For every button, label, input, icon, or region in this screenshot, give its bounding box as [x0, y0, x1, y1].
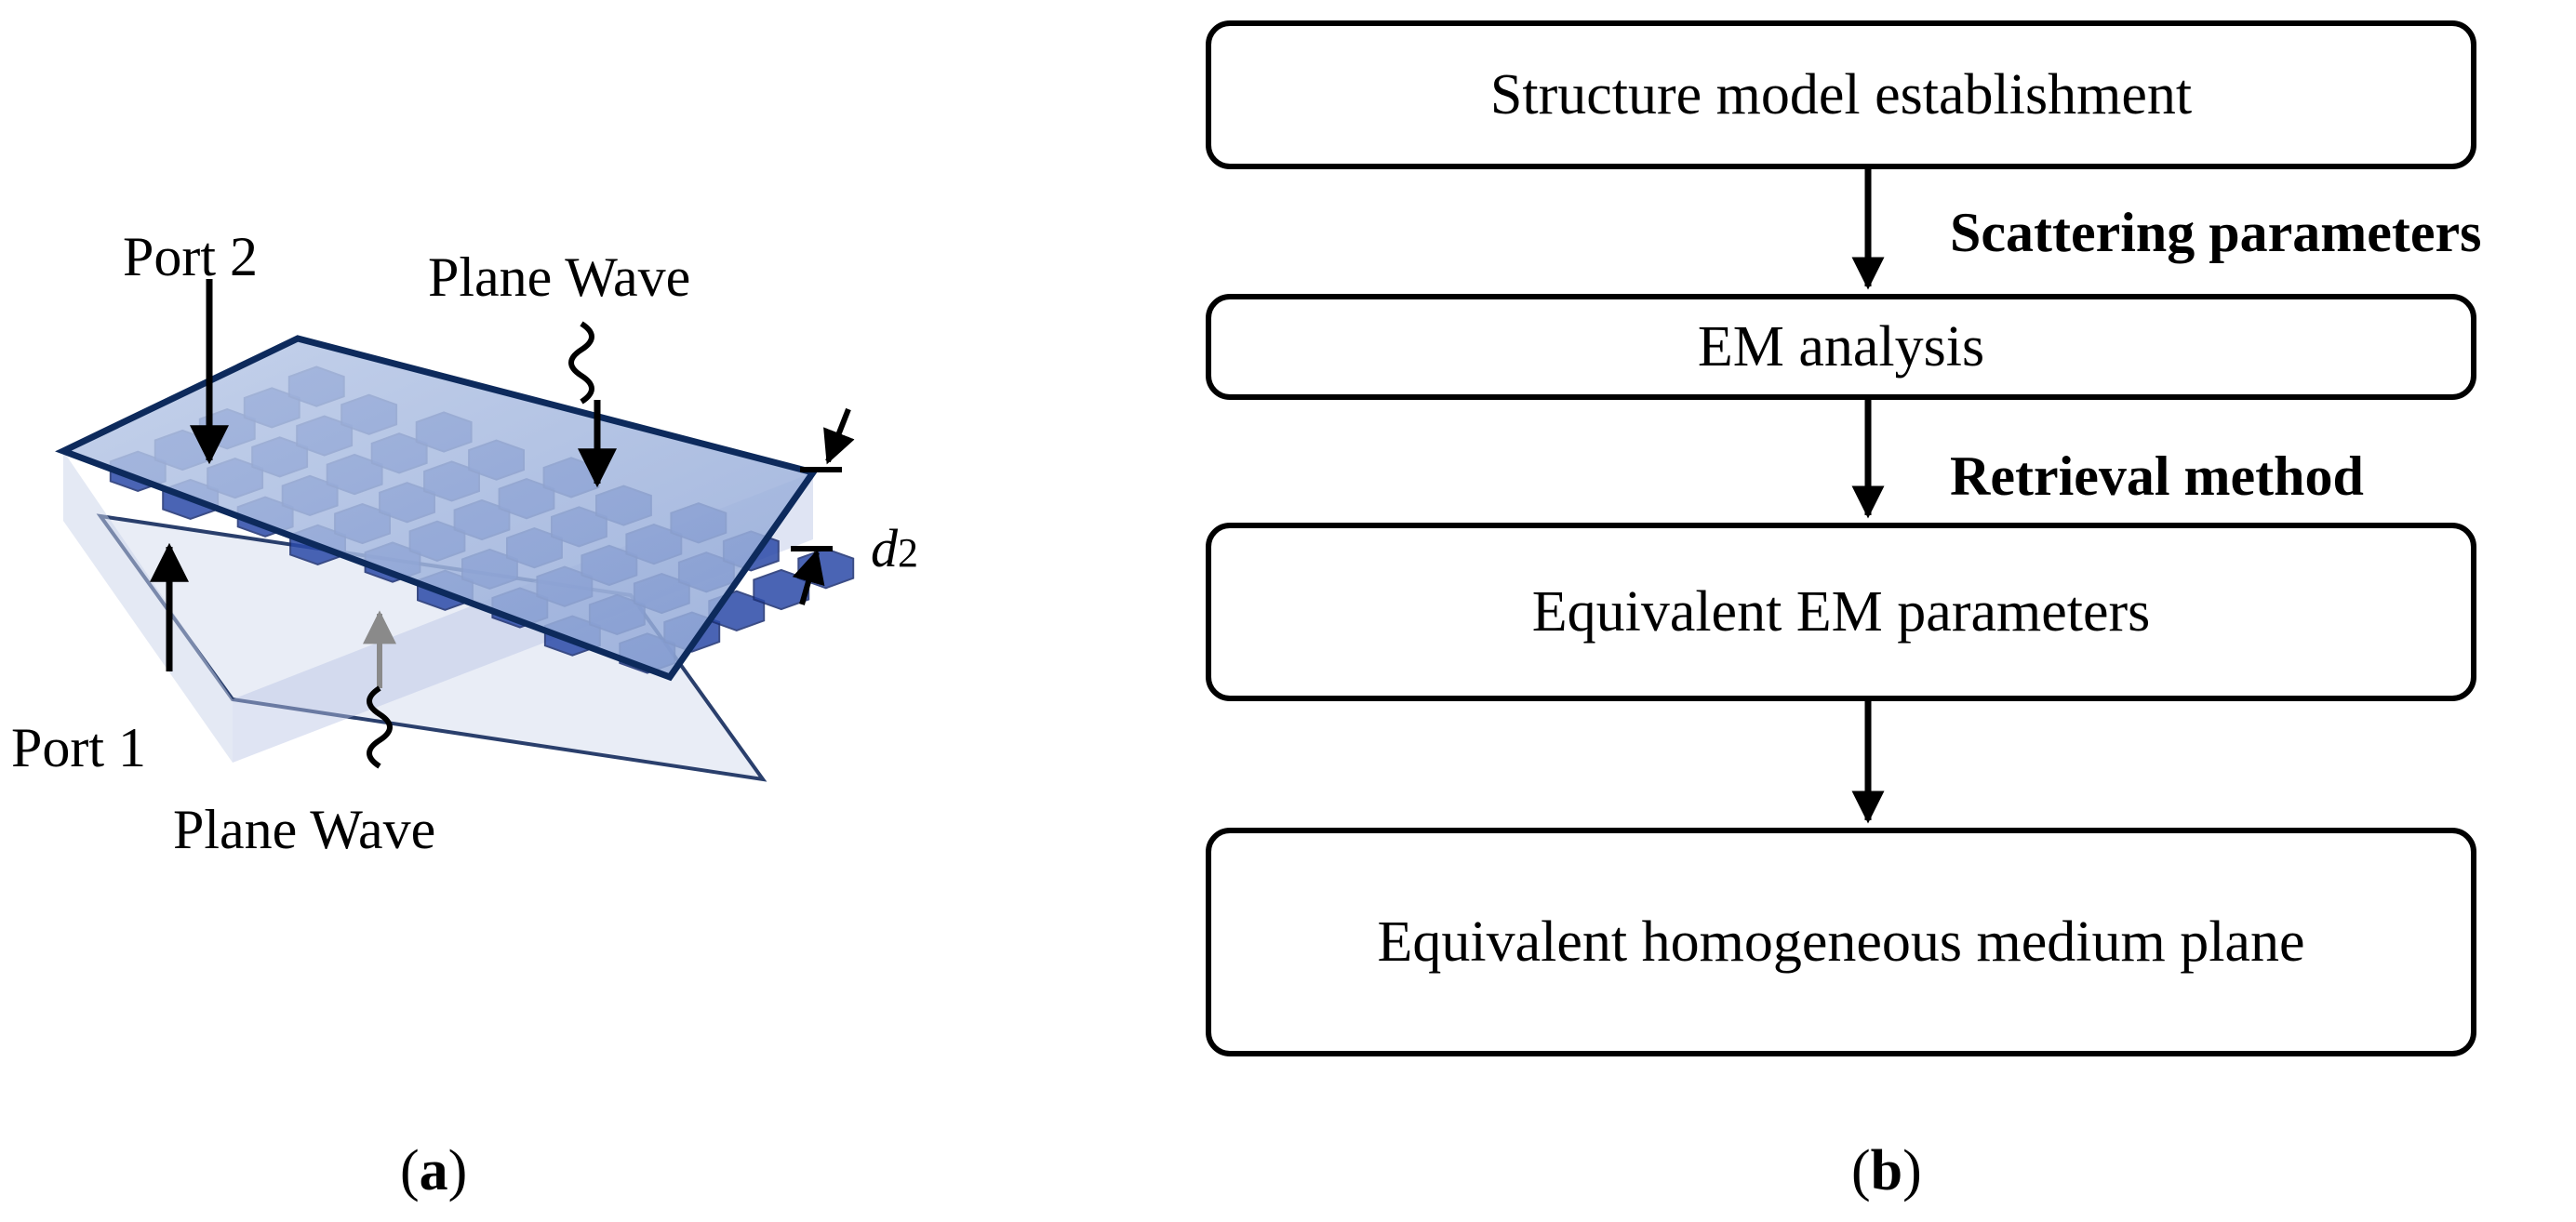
slab-side-front — [63, 451, 233, 763]
caption-b-letter: b — [1870, 1139, 1903, 1202]
edge-label-retrieval: Retrieval method — [1950, 445, 2364, 507]
caption-a-close: ) — [447, 1139, 468, 1202]
plane-wave-top-label: Plane Wave — [428, 246, 691, 308]
thickness-symbol: d — [871, 518, 898, 578]
edge-label-scattering: Scattering parameters — [1950, 202, 2482, 263]
step-structure-model-text: Structure model establishment — [1489, 62, 2193, 126]
caption-a-letter: a — [419, 1139, 448, 1202]
honeycomb-slab-drawing — [55, 279, 855, 782]
step-structure-model: Structure model establishment — [1206, 20, 2476, 169]
caption-a: (a) — [400, 1142, 467, 1200]
caption-a-open: ( — [400, 1139, 420, 1202]
thickness-subscript: 2 — [898, 530, 918, 576]
plane-wave-top-wave — [568, 321, 594, 405]
caption-b-close: ) — [1902, 1139, 1922, 1202]
plane-wave-bottom-wave — [367, 685, 393, 769]
panel-a-structure-illustration: Port 2 Plane Wave Port 1 Plane Wave d2 (… — [0, 0, 1116, 1222]
step-em-analysis: EM analysis — [1206, 294, 2476, 400]
step-equivalent-medium-plane-text: Equivalent homogeneous medium plane — [1377, 910, 2305, 974]
step-equivalent-medium-plane: Equivalent homogeneous medium plane — [1206, 828, 2476, 1056]
thickness-arrow-top — [823, 407, 855, 465]
port2-label: Port 2 — [123, 226, 259, 287]
step-equivalent-em-parameters-text: Equivalent EM parameters — [1531, 579, 2151, 644]
step-equivalent-em-parameters: Equivalent EM parameters — [1206, 523, 2476, 701]
step-em-analysis-text: EM analysis — [1697, 314, 1985, 379]
caption-b: (b) — [1851, 1142, 1922, 1200]
port1-label: Port 1 — [11, 717, 147, 778]
thickness-label: d2 — [871, 517, 918, 579]
plane-wave-bottom-label: Plane Wave — [173, 799, 436, 860]
caption-b-open: ( — [1851, 1139, 1871, 1202]
thickness-arrow-bottom — [792, 549, 825, 605]
